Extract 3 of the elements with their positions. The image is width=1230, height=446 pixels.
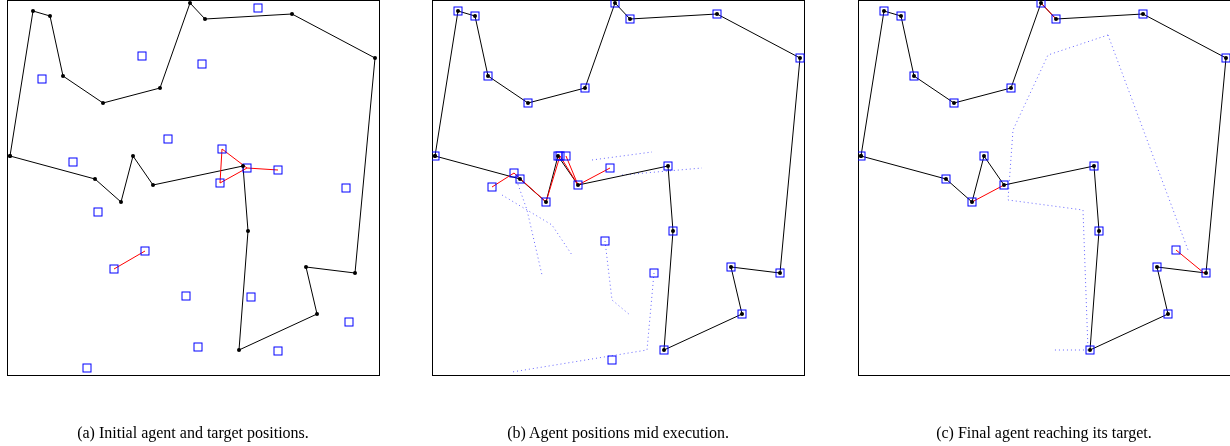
panel-caption: (c) Final agent reaching its target. (936, 424, 1152, 442)
panel-caption: (b) Agent positions mid execution. (507, 424, 729, 442)
panel-caption: (a) Initial agent and target positions. (77, 424, 309, 442)
